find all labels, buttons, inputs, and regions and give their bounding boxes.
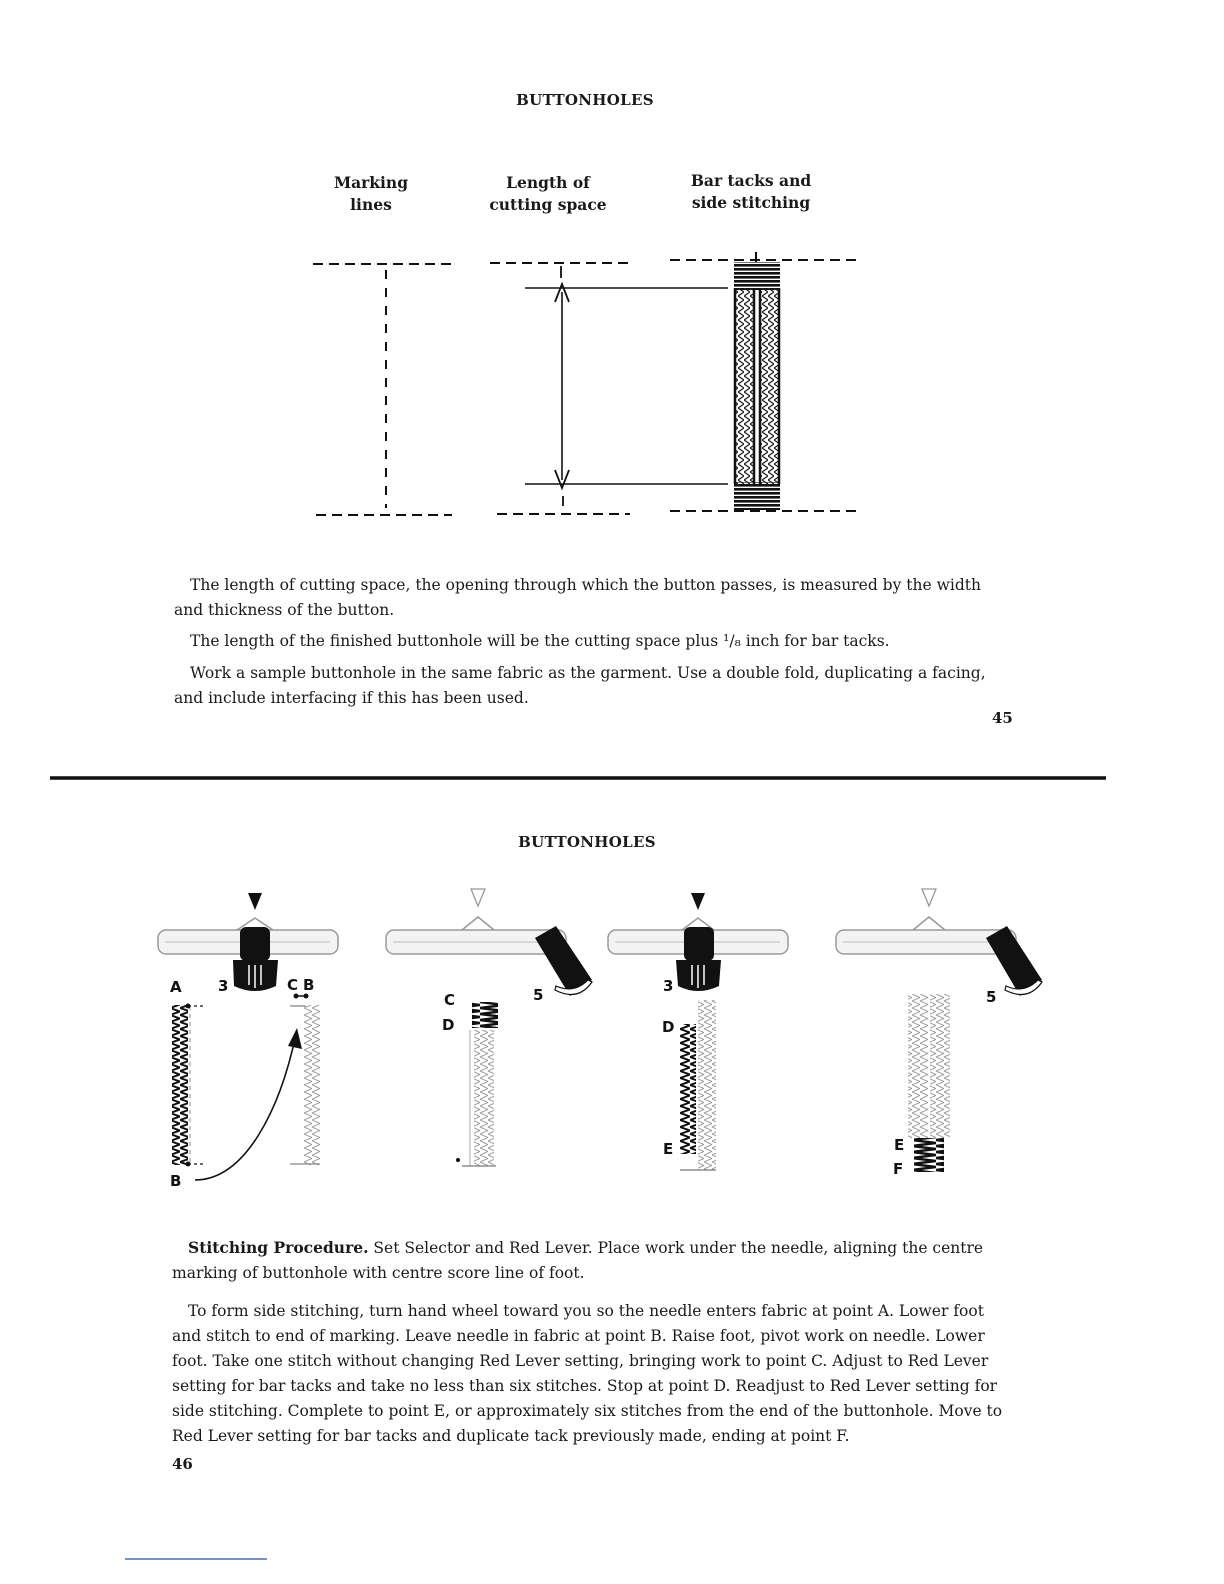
procedure-heading: Stitching Procedure. [188, 1238, 369, 1257]
stitch-figure-2: C D 5 [385, 888, 593, 1167]
procedure-text: Set Selector and Red Lever. Place work u… [172, 1239, 984, 1282]
stitch-figure-3: 3 D E [607, 893, 789, 1171]
stitch-figure-4: 5 E F [835, 888, 1043, 1178]
page-number-46: 46 [172, 1455, 193, 1473]
paragraph-cutting-space: The length of cutting space, the opening… [174, 576, 981, 619]
label-e: E [663, 1140, 673, 1158]
label-c: C [287, 976, 298, 994]
label-e: E [894, 1136, 904, 1154]
page-46-title: BUTTONHOLES [518, 833, 656, 851]
steps-paragraph: To form side stitching, turn hand wheel … [172, 1302, 1003, 1445]
label-c: C [444, 991, 455, 1009]
label-setting-3: 3 [218, 977, 228, 995]
label-setting-5: 5 [986, 988, 996, 1006]
label-a: A [170, 978, 182, 996]
label-d: D [442, 1016, 454, 1034]
bar-tack-stitching-figure [670, 252, 862, 512]
label-f: F [893, 1160, 903, 1178]
cutting-space-figure [490, 262, 728, 515]
column-heading-marking-lines: Marking lines [333, 173, 409, 214]
label-d: D [662, 1018, 674, 1036]
column-heading-cutting-space: Length of cutting space [489, 173, 607, 214]
label-b-top: B [303, 976, 314, 994]
procedure-paragraph: Stitching Procedure. Set Selector and Re… [172, 1235, 1010, 1286]
paragraph-finished-length: The length of the finished buttonhole wi… [190, 632, 890, 650]
label-setting-5: 5 [533, 986, 543, 1004]
page-number-45: 45 [992, 709, 1013, 727]
marking-lines-figure [313, 263, 452, 516]
stitch-figure-1: A 3 C B B [157, 893, 339, 1190]
label-setting-3: 3 [663, 977, 673, 995]
label-b-bottom: B [170, 1172, 181, 1190]
page-45-title: BUTTONHOLES [516, 91, 654, 109]
column-heading-bar-tacks: Bar tacks and side stitching [690, 171, 812, 212]
paragraph-sample-buttonhole: Work a sample buttonhole in the same fab… [174, 664, 986, 707]
